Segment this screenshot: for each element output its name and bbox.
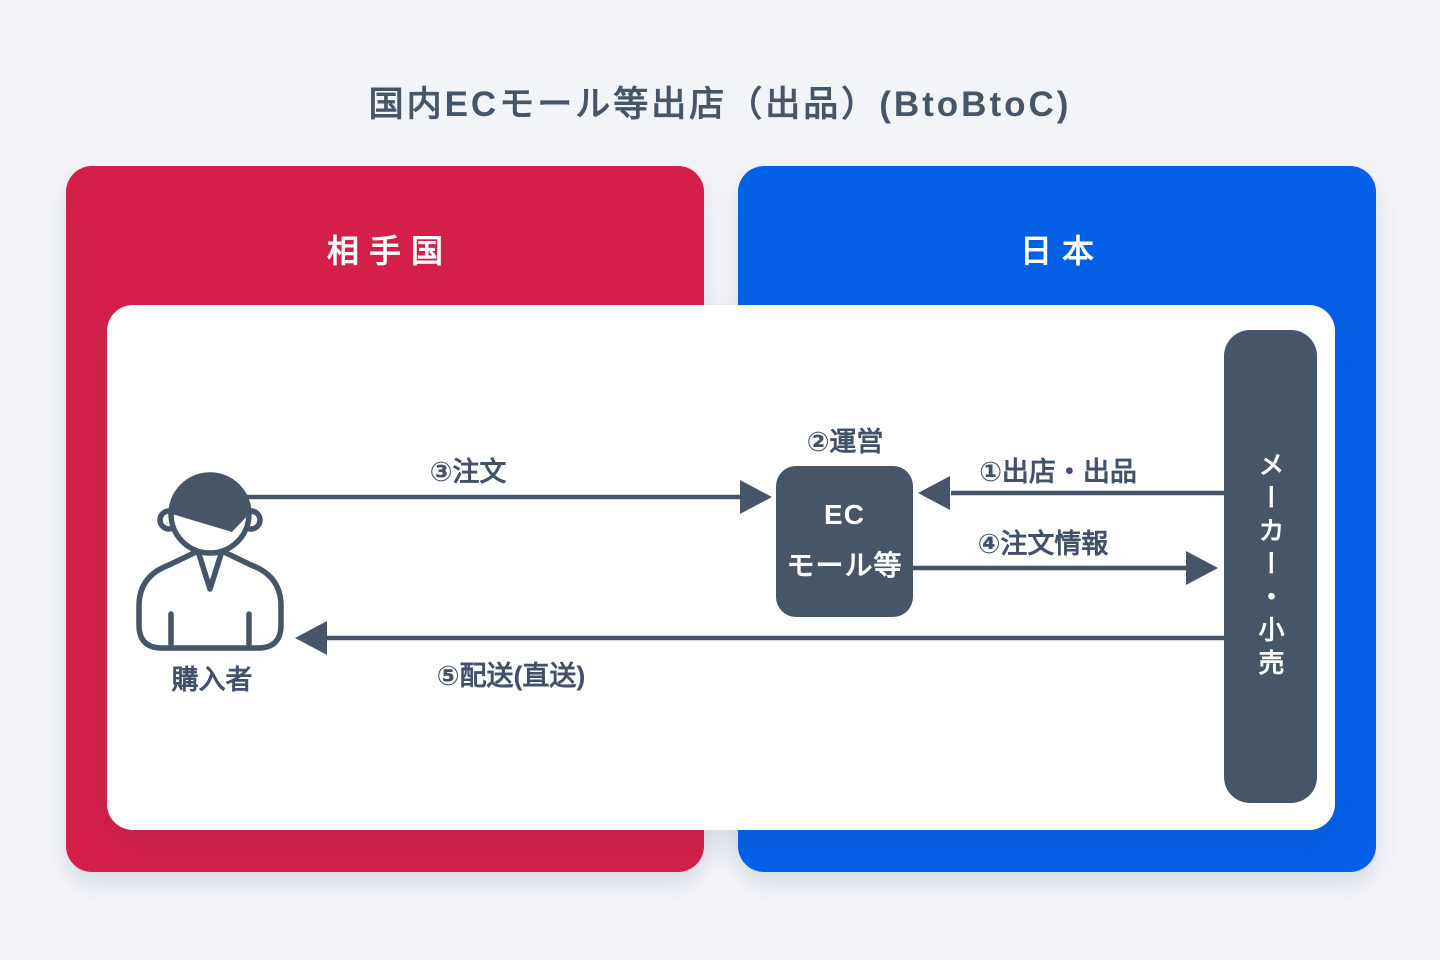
- flow-canvas: [107, 305, 1335, 830]
- flow-label-step2: ②運営: [806, 427, 884, 457]
- maker-retail-label: メーカー・小売: [1255, 451, 1285, 682]
- flow-label-step1: ①出店・出品: [979, 457, 1137, 487]
- buyer-person-icon: [136, 472, 284, 651]
- buyer-label: 購入者: [171, 665, 253, 695]
- diagram-title: 国内ECモール等出店（出品）(BtoBtoC): [368, 85, 1072, 124]
- ec-mall-node: EC モール等: [776, 466, 913, 617]
- buyer-body: [136, 548, 284, 651]
- ec-mall-line1: EC: [824, 499, 865, 530]
- region-japan-label: 日本: [1019, 233, 1104, 269]
- maker-retail-node: メーカー・小売: [1224, 330, 1317, 803]
- flow-label-step5: ⑤配送(直送): [436, 661, 586, 691]
- ec-mall-line2: モール等: [786, 550, 903, 581]
- flow-label-step3: ③注文: [429, 457, 507, 487]
- buyer-hair: [172, 476, 249, 532]
- flow-label-step4: ④注文情報: [977, 529, 1109, 559]
- region-partner-country-label: 相手国: [326, 233, 453, 269]
